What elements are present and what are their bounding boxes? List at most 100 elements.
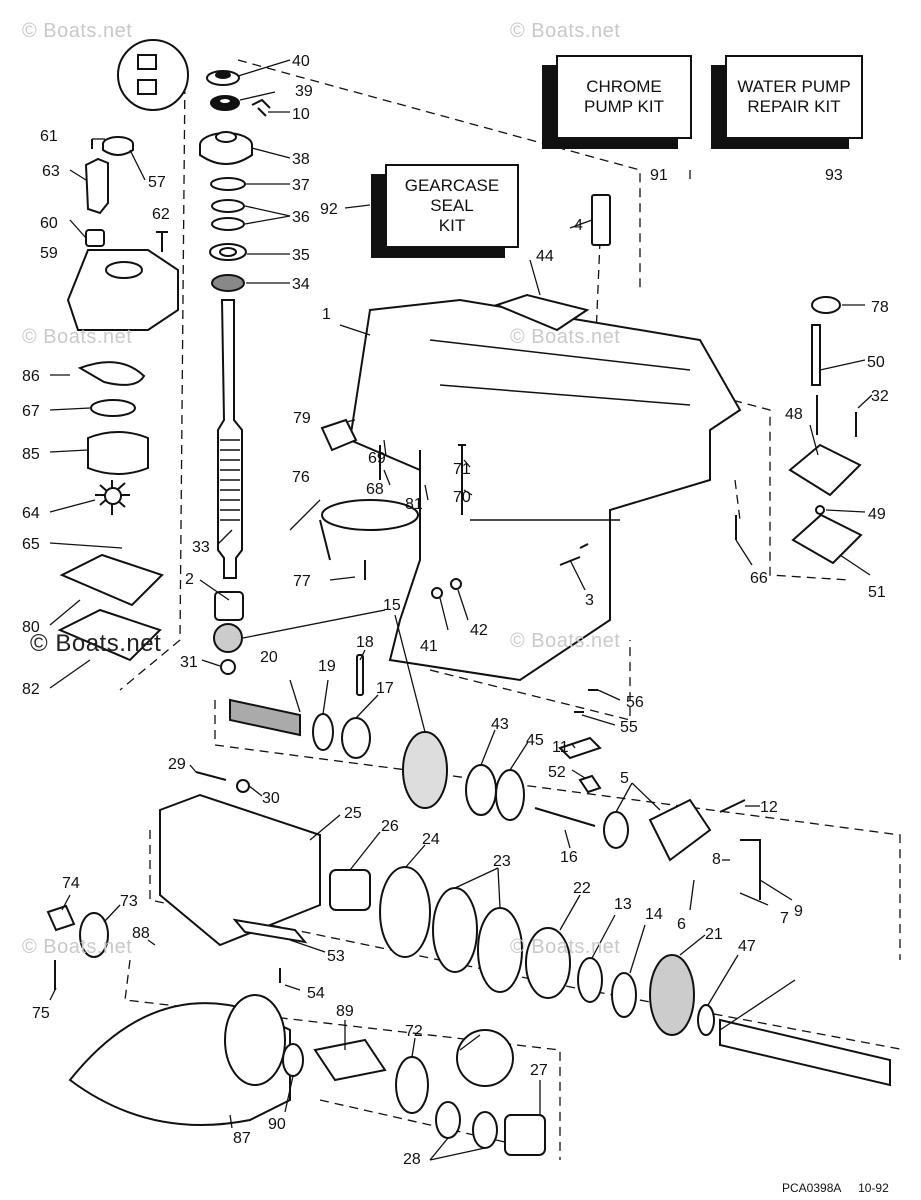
callout-label: 17 <box>376 680 394 697</box>
reference-code: PCA0398A 10-92 <box>782 1181 889 1195</box>
bolts-69-68-71-70 <box>379 444 466 515</box>
bearing-carrier-25 <box>159 793 321 947</box>
screw-10 <box>251 98 271 117</box>
callout-label: 28 <box>403 1151 421 1168</box>
cap-78 <box>811 296 841 314</box>
callout-label: 70 <box>453 489 471 506</box>
callout-label: 89 <box>336 1003 354 1020</box>
clutch-5 <box>648 798 712 862</box>
washer-14 <box>611 972 637 1018</box>
leader-lines <box>49 59 873 1161</box>
watermark: © Boats.net <box>22 936 133 958</box>
callout-label: 1 <box>322 306 331 323</box>
plate-80 <box>59 553 164 607</box>
callout-label: 31 <box>180 654 198 671</box>
callout-label: 52 <box>548 764 566 781</box>
callout-label: 40 <box>292 53 310 70</box>
callout-label: 64 <box>22 505 40 522</box>
insert-60 <box>85 229 105 247</box>
anode-4 <box>591 194 611 246</box>
callout-label: 75 <box>32 1005 50 1022</box>
callout-label: 9 <box>794 903 803 920</box>
callout-label: 30 <box>262 790 280 807</box>
callout-label: 29 <box>168 756 186 773</box>
bearing-34 <box>211 274 245 292</box>
callout-label: 50 <box>867 354 885 371</box>
nut-49 <box>815 505 825 515</box>
thrust-washer-72 <box>395 1056 429 1114</box>
callout-label: 49 <box>868 506 886 523</box>
callout-label: 38 <box>292 151 310 168</box>
bearing-5a <box>603 811 629 849</box>
watermark: © Boats.net <box>510 936 621 958</box>
bearing-17 <box>341 717 371 759</box>
callout-label: 35 <box>292 247 310 264</box>
callout-label: 21 <box>705 926 723 943</box>
screw-62 <box>156 231 168 252</box>
watermark: © Boats.net <box>510 326 621 348</box>
callout-label: 60 <box>40 215 58 232</box>
watermark: © Boats.net <box>30 630 162 657</box>
callout-label: 37 <box>292 177 310 194</box>
trim-tab-76 <box>321 499 419 531</box>
callout-label: 69 <box>368 450 386 467</box>
callout-label: 85 <box>22 446 40 463</box>
gasket-82 <box>57 608 162 662</box>
watermark: © Boats.net <box>22 20 133 42</box>
callout-label: 23 <box>493 853 511 870</box>
callout-label: 8 <box>712 851 721 868</box>
gasket-44 <box>494 293 590 332</box>
callout-label: 18 <box>356 634 374 651</box>
gasket-51 <box>791 513 863 565</box>
gearcase-parts <box>46 39 891 1156</box>
callout-label: 42 <box>470 622 488 639</box>
driveshaft-33 <box>217 299 243 579</box>
gearcase-seal-kit-box: GEARCASE SEAL KIT <box>385 164 519 248</box>
plate-67 <box>90 399 136 417</box>
nut-74 <box>46 904 76 932</box>
gear-15 <box>402 731 448 809</box>
seal-28b <box>472 1111 498 1149</box>
callout-label: 77 <box>293 573 311 590</box>
callout-label: 71 <box>453 461 471 478</box>
callout-label: 22 <box>573 880 591 897</box>
callout-label: 55 <box>620 719 638 736</box>
ring-19 <box>312 713 334 751</box>
callout-label: 86 <box>22 368 40 385</box>
callout-label: 2 <box>185 571 194 588</box>
callout-label: 26 <box>381 818 399 835</box>
washer-13 <box>577 957 603 1003</box>
callout-label: 24 <box>422 831 440 848</box>
seal-detail-circle-2 <box>456 1029 514 1087</box>
callout-label: 36 <box>292 209 310 226</box>
pump-housing-59 <box>66 249 179 331</box>
nut-31 <box>220 659 236 675</box>
callout-label: 25 <box>344 805 362 822</box>
gear-21 <box>649 954 695 1036</box>
callout-label: 39 <box>295 83 313 100</box>
ring-47 <box>697 1004 715 1036</box>
callout-label: 7 <box>780 910 789 927</box>
callout-label: 47 <box>738 938 756 955</box>
chrome-pump-kit-box: CHROME PUMP KIT <box>556 55 692 139</box>
callout-label: 44 <box>536 248 554 265</box>
callout-label: 34 <box>292 276 310 293</box>
callout-label: 15 <box>383 597 401 614</box>
callout-label: 19 <box>318 658 336 675</box>
callout-label: 67 <box>22 403 40 420</box>
callout-label: 27 <box>530 1062 548 1079</box>
callout-label: 87 <box>233 1130 251 1147</box>
pin-12 <box>719 799 746 813</box>
cup-85 <box>87 431 149 475</box>
callout-label: 56 <box>626 694 644 711</box>
bearing-27 <box>504 1114 546 1156</box>
bearing-2 <box>214 591 244 621</box>
shim-22 <box>525 927 571 999</box>
callout-label: 61 <box>40 128 58 145</box>
callout-label: 91 <box>650 167 668 184</box>
callout-label: 45 <box>526 732 544 749</box>
propshaft-20 <box>719 1018 891 1087</box>
callout-label: 12 <box>760 799 778 816</box>
lever-11 <box>558 736 602 760</box>
